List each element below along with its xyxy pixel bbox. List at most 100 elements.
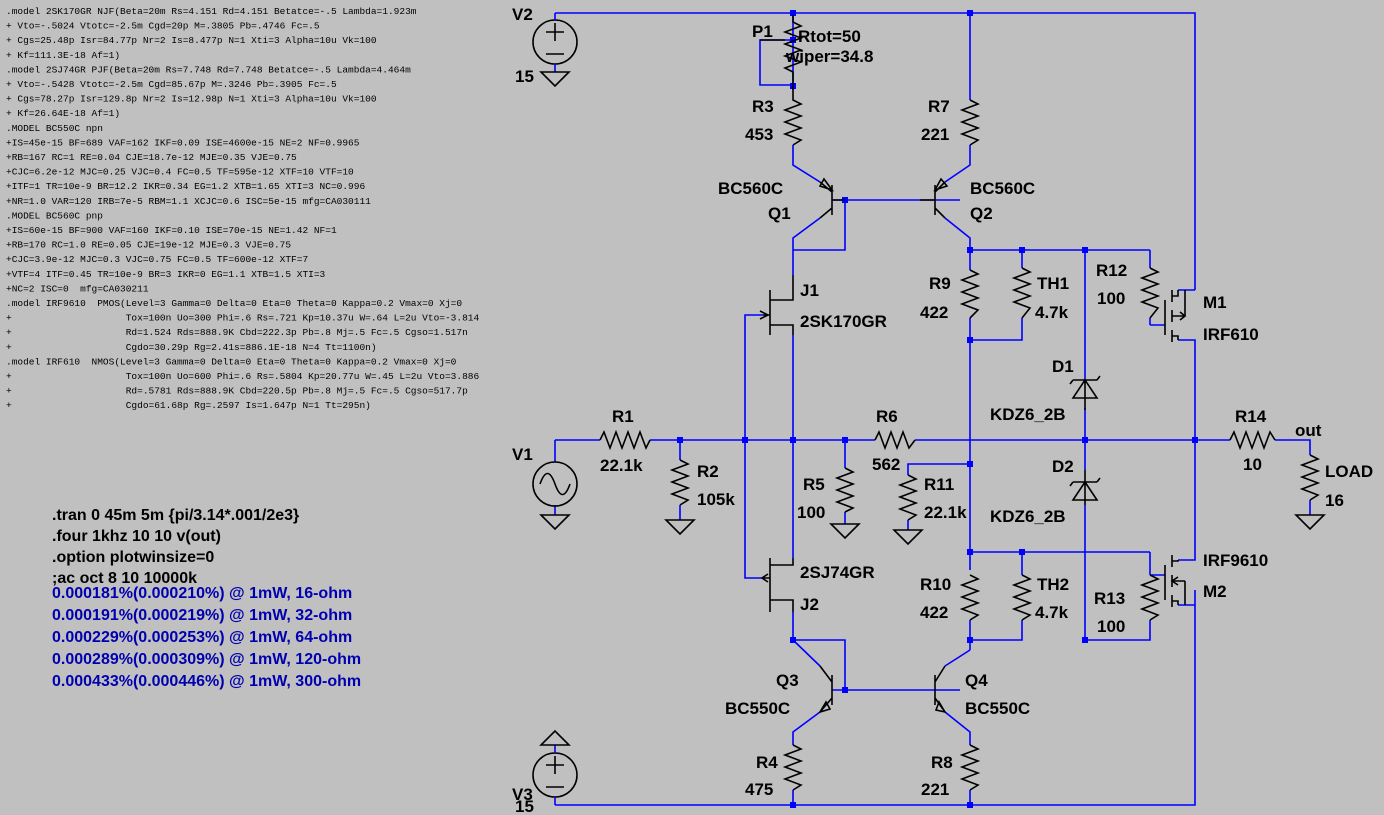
resistor-th1 xyxy=(1011,267,1033,319)
labels: V2 15 V3 15 V1 P1 Rtot=50 wiper=34.8 R3 … xyxy=(512,5,1373,815)
label-load-value: 16 xyxy=(1325,491,1344,510)
label-th2-value: 4.7k xyxy=(1035,603,1069,622)
wire-m2 xyxy=(1149,440,1196,606)
label-m2-model: IRF9610 xyxy=(1203,551,1268,570)
label-r4-value: 475 xyxy=(745,780,773,799)
wire-q2-collector xyxy=(944,217,971,268)
junction xyxy=(1019,549,1025,555)
ground-v1 xyxy=(539,514,571,531)
label-r5-value: 100 xyxy=(797,503,825,522)
label-j1-name: J1 xyxy=(800,281,819,300)
net-label-out: out xyxy=(1295,421,1322,440)
directives-block: .tran 0 45m 5m {pi/3.14*.001/2e3} .four … xyxy=(52,507,299,587)
ground-r11 xyxy=(892,529,924,546)
result-line-120ohm: 0.000289%(0.000309%) @ 1mW, 120-ohm xyxy=(52,651,361,668)
result-line-64ohm: 0.000229%(0.000253%) @ 1mW, 64-ohm xyxy=(52,629,352,646)
label-load-name: LOAD xyxy=(1325,462,1373,481)
junction xyxy=(790,37,796,43)
label-j2-model: 2SJ74GR xyxy=(800,563,875,582)
model-line: .model IRF610 NMOS(Level=3 Gamma=0 Delta… xyxy=(6,356,457,367)
model-line: + Kf=26.64E-18 Af=1) xyxy=(6,108,120,119)
label-q1-model: BC560C xyxy=(718,179,783,198)
label-r5-name: R5 xyxy=(803,475,825,494)
q2-symbol xyxy=(920,177,949,219)
wire-r3-q1 xyxy=(792,145,821,183)
ground-r2 xyxy=(664,519,696,536)
wire-output xyxy=(1275,439,1311,515)
ground-v2 xyxy=(539,71,571,88)
q3-symbol xyxy=(818,665,833,714)
label-v3-name: V3 xyxy=(512,785,533,804)
q4-symbol xyxy=(934,665,947,714)
transistors xyxy=(759,177,1187,714)
wire-bottom-rail xyxy=(555,590,1196,806)
wire-lower-bias xyxy=(969,440,1151,641)
result-line-16ohm: 0.000181%(0.000210%) @ 1mW, 16-ohm xyxy=(52,585,352,602)
label-r6-value: 562 xyxy=(872,455,900,474)
junction xyxy=(790,10,796,16)
d2-symbol xyxy=(1069,470,1101,505)
label-p1-wiper: wiper=34.8 xyxy=(785,47,873,66)
label-q3-model: BC550C xyxy=(725,699,790,718)
model-line: + Vto=-.5024 Vtotc=-2.5m Cgd=20p M=.3805… xyxy=(6,21,320,32)
v1-symbol xyxy=(532,461,578,507)
wires xyxy=(554,12,1311,806)
label-v1-name: V1 xyxy=(512,445,533,464)
wire-r7-q2 xyxy=(944,13,971,183)
model-line: +VTF=4 ITF=0.45 TR=10e-9 BR=3 IKR=0 EG=1… xyxy=(6,269,326,280)
result-line-300ohm: 0.000433%(0.000446%) @ 1mW, 300-ohm xyxy=(52,673,361,690)
label-r9-value: 422 xyxy=(920,303,948,322)
label-v2-value: 15 xyxy=(515,67,534,86)
label-r11-name: R11 xyxy=(924,475,954,494)
model-line: +IS=45e-15 BF=689 VAF=162 IKF=0.09 ISE=4… xyxy=(6,137,360,148)
model-line: +CJC=3.9e-12 MJC=0.3 VJC=0.75 FC=0.5 TF=… xyxy=(6,254,308,265)
resistor-r6 xyxy=(874,429,916,451)
label-d1-name: D1 xyxy=(1052,357,1074,376)
label-r1-value: 22.1k xyxy=(600,456,643,475)
label-r7-name: R7 xyxy=(928,97,950,116)
wire-q1-base-drop xyxy=(793,200,846,251)
m1-symbol xyxy=(1164,290,1187,342)
results-block: 0.000181%(0.000210%) @ 1mW, 16-ohm 0.000… xyxy=(52,585,361,690)
junction xyxy=(1019,247,1025,253)
junction xyxy=(967,461,973,467)
label-v2-name: V2 xyxy=(512,5,533,24)
label-r11-value: 22.1k xyxy=(924,503,967,522)
label-p1-name: P1 xyxy=(752,22,773,41)
junction xyxy=(742,437,748,443)
wire-upper-bias xyxy=(970,249,1151,380)
label-v3-value: 15 xyxy=(515,797,534,815)
resistor-r9 xyxy=(959,269,981,319)
junction xyxy=(790,802,796,808)
directive-tran: .tran 0 45m 5m {pi/3.14*.001/2e3} xyxy=(52,507,299,524)
label-th1-name: TH1 xyxy=(1037,274,1069,293)
resistor-r8 xyxy=(959,744,981,791)
label-q4-name: Q4 xyxy=(965,671,988,690)
label-r2-name: R2 xyxy=(697,462,719,481)
wire-q3-emitter xyxy=(792,711,821,805)
label-r9-name: R9 xyxy=(929,274,951,293)
directive-option: .option plotwinsize=0 xyxy=(52,549,214,566)
model-line: +IS=60e-15 BF=900 VAF=160 IKF=0.10 ISE=7… xyxy=(6,225,337,236)
model-line: +NC=2 ISC=0 mfg=CA030211 xyxy=(6,283,149,294)
wire-q1-j1 xyxy=(792,217,821,275)
model-line: +NR=1.0 VAR=120 IRB=7e-5 RBM=1.1 XCJC=0.… xyxy=(6,196,371,207)
junction xyxy=(967,247,973,253)
resistor-th2 xyxy=(1011,574,1033,621)
model-line: + Tox=100n Uo=300 Phi=.6 Rs=.721 Kp=10.3… xyxy=(6,313,479,324)
model-line: + Vto=-.5428 Vtotc=-2.5m Cgd=85.67p M=.3… xyxy=(6,79,337,90)
junction xyxy=(1082,637,1088,643)
model-line: + Tox=100n Uo=600 Phi=.6 Rs=.5804 Kp=20.… xyxy=(6,371,479,382)
label-r13-value: 100 xyxy=(1097,617,1125,636)
spice-model-block: .model 2SK170GR NJF(Beta=20m Rs=4.151 Rd… xyxy=(6,6,479,411)
resistor-load xyxy=(1299,454,1321,501)
v3-plus-minus xyxy=(546,756,564,788)
wire-j1-gate xyxy=(744,314,763,579)
model-line: + Rd=.5781 Rds=888.9K Cbd=220.5p Pb=.8 M… xyxy=(6,386,468,397)
junction xyxy=(842,687,848,693)
resistors xyxy=(599,15,1321,791)
junction xyxy=(790,437,796,443)
label-q2-model: BC560C xyxy=(970,179,1035,198)
resistor-r2 xyxy=(669,459,691,506)
